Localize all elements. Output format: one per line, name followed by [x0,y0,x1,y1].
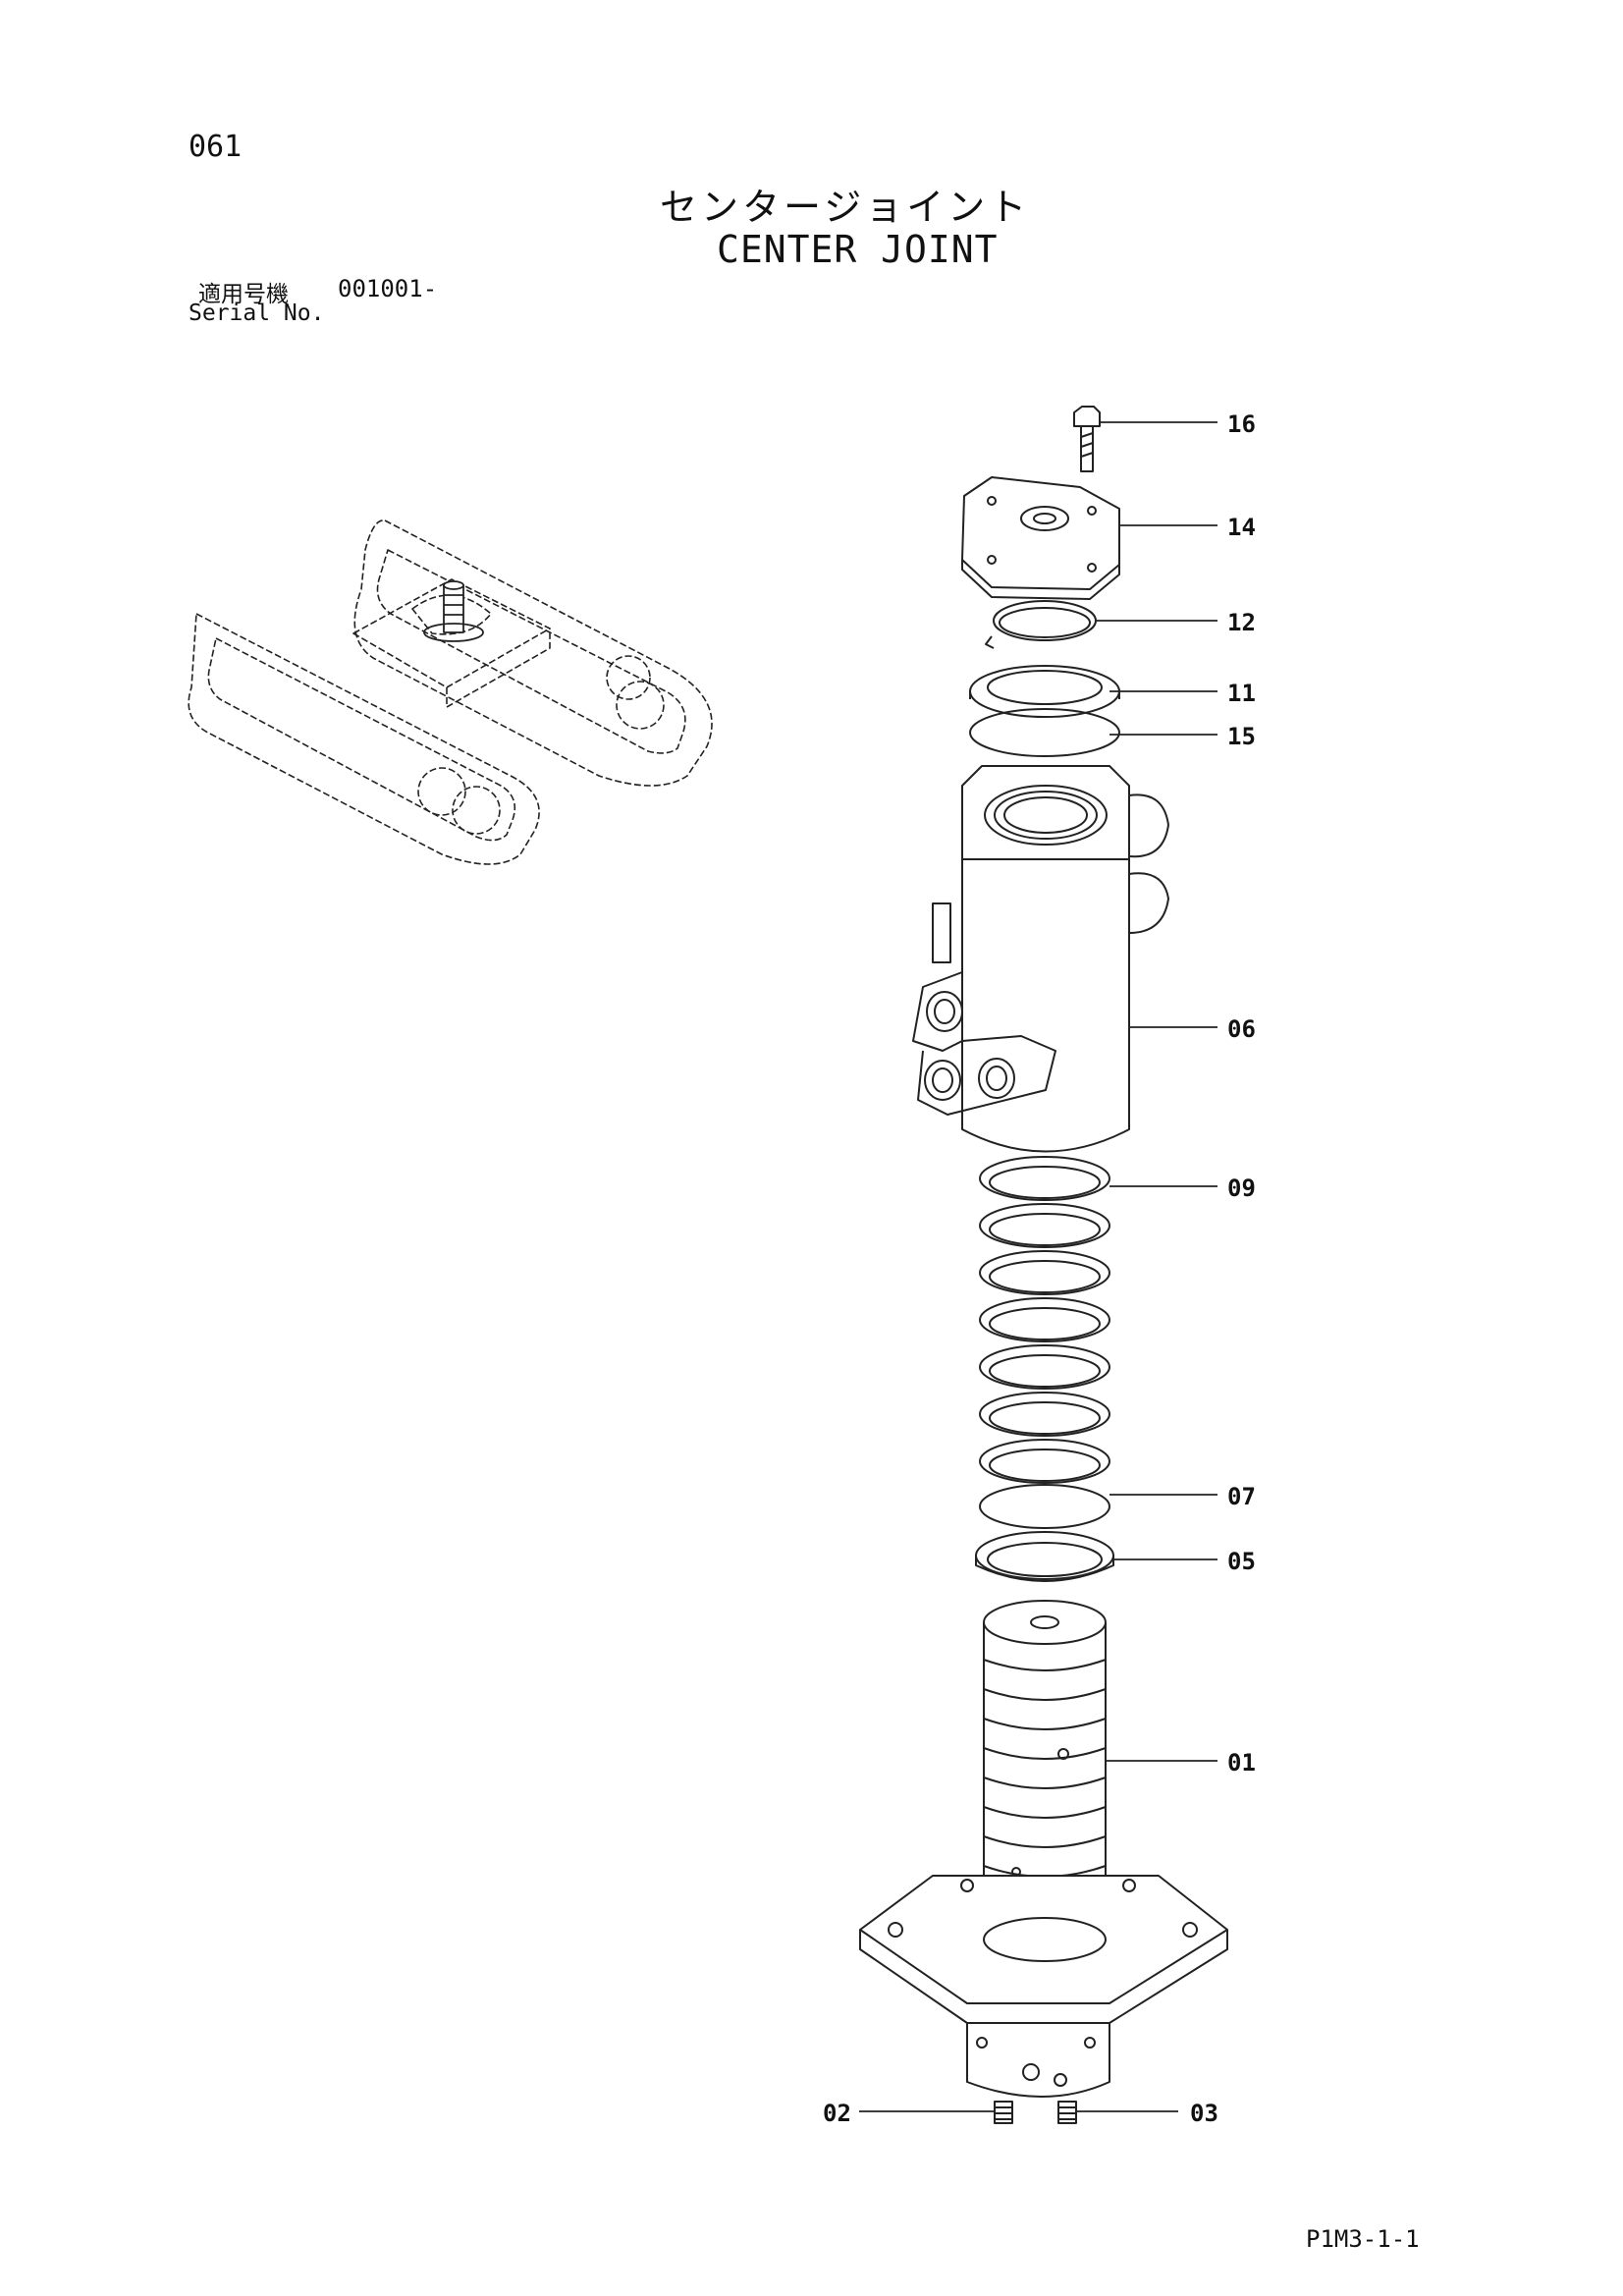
serial-label: Serial No. [189,301,325,326]
callout-07: 07 [1227,1483,1256,1510]
callout-02: 02 [823,2100,851,2127]
part-snap-ring [985,600,1097,649]
callout-01: 01 [1227,1749,1256,1777]
page-title: CENTER JOINT [717,228,999,271]
part-bolt [1073,406,1101,472]
part-plug-03 [1057,2101,1077,2124]
document-code: P1M3-1-1 [1306,2225,1420,2253]
part-seal [975,1531,1114,1582]
callout-05: 05 [1227,1548,1256,1575]
part-seal-stack [979,1156,1110,1484]
page-title-japanese: センタージョイント [660,186,1031,229]
part-o-ring-lower [979,1484,1110,1529]
part-base-flange [859,1875,1228,2098]
leader-lines [859,421,1217,2112]
part-o-ring [969,708,1120,757]
callout-15: 15 [1227,723,1256,750]
part-cover-plate [961,476,1120,600]
part-spindle [983,1600,1107,1959]
callout-16: 16 [1227,410,1256,438]
callout-12: 12 [1227,609,1256,636]
serial-number-value: 001001- [338,275,438,302]
center-joint-on-sketch [423,580,484,642]
part-plug-02 [994,2101,1013,2124]
part-body [912,765,1169,1153]
callout-14: 14 [1227,514,1256,541]
callout-11: 11 [1227,680,1256,707]
page-number: 061 [189,130,243,164]
callout-03: 03 [1190,2100,1218,2127]
serial-label-japanese: 適用号機 [198,282,289,307]
callout-06: 06 [1227,1015,1256,1043]
callout-09: 09 [1227,1175,1256,1202]
undercarriage-sketch [188,519,713,865]
